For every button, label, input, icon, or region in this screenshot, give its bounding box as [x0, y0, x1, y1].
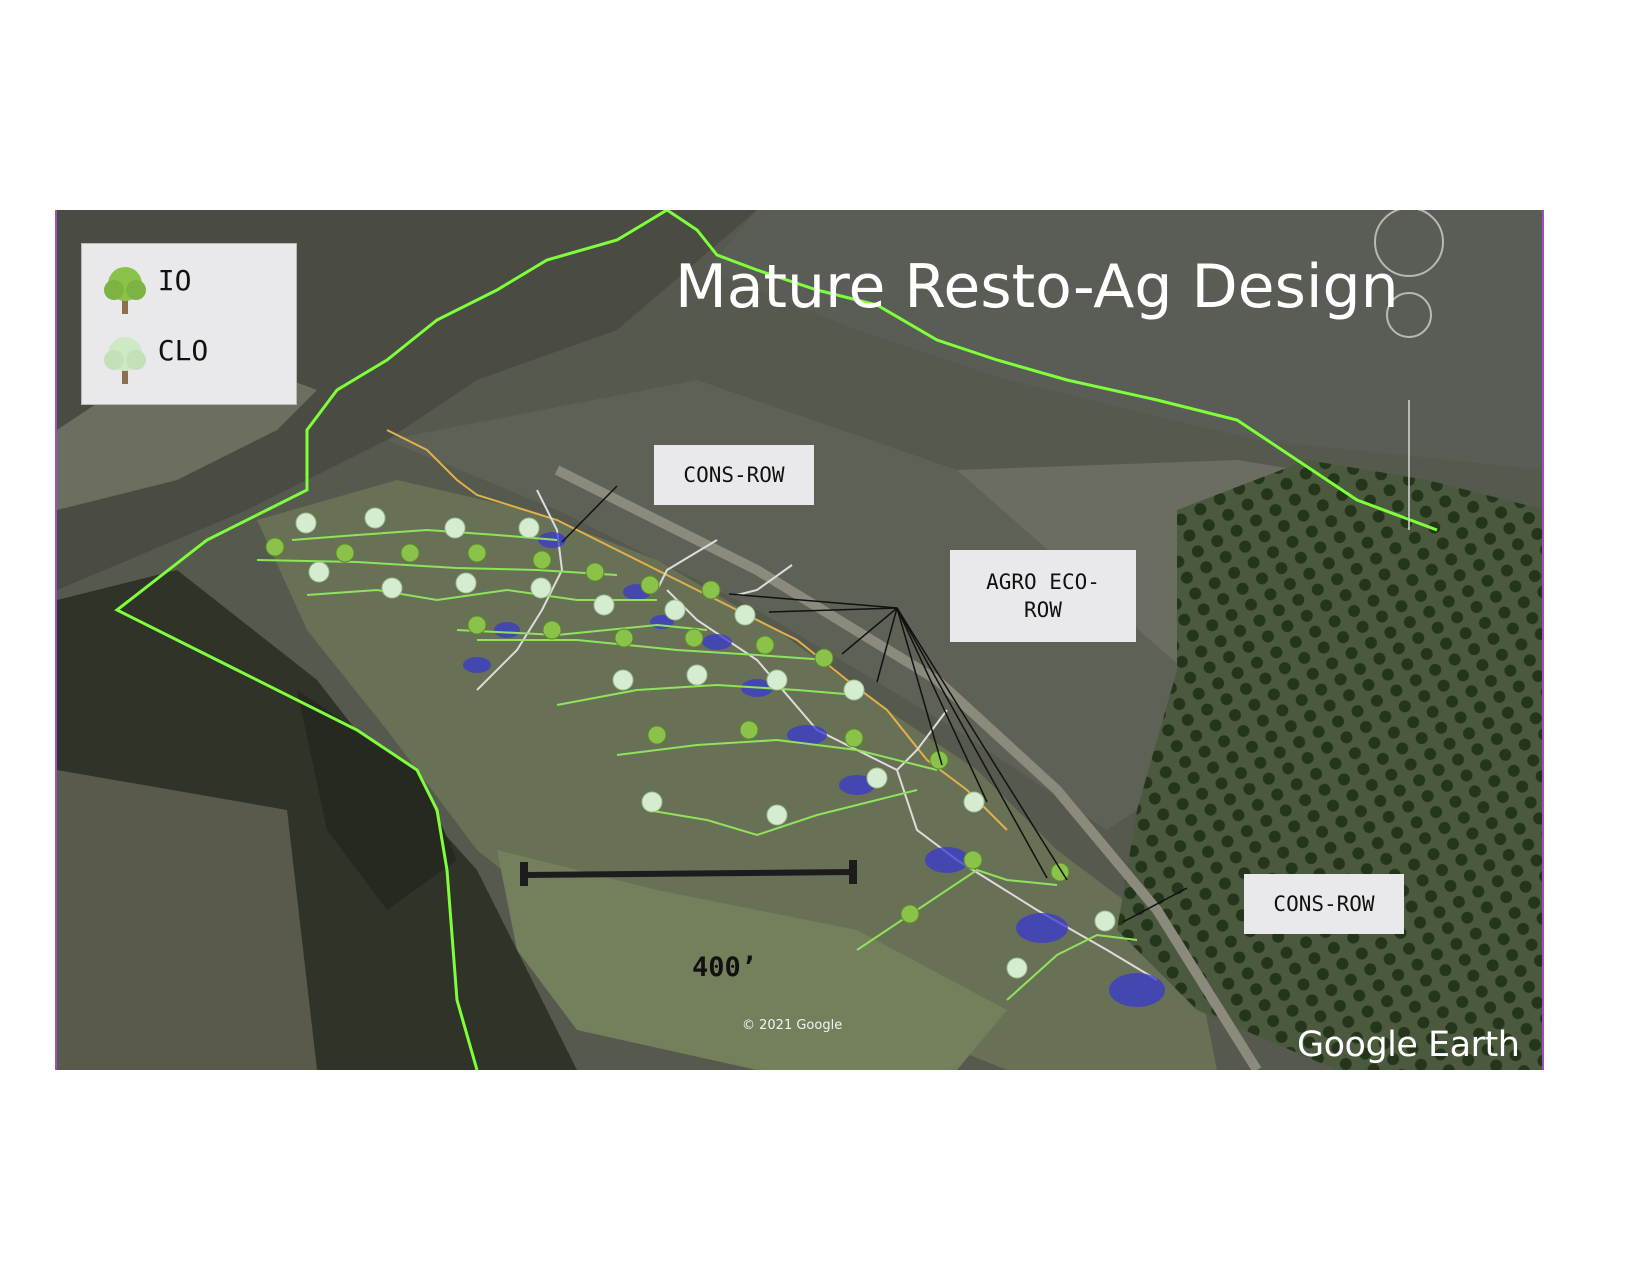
drainage-line	[476, 489, 564, 691]
boundary-line-top	[666, 210, 1438, 532]
scale-bar-label: 400’	[692, 952, 758, 983]
boundary-line-left	[114, 210, 668, 1070]
ridge-top	[707, 210, 1542, 470]
callout-arrows	[561, 485, 1188, 923]
eco-rows	[256, 528, 1138, 1001]
road	[554, 465, 1262, 1070]
callout-cons-row-bottom: CONS-ROW	[1244, 874, 1404, 934]
clo-trees	[295, 507, 1116, 979]
satellite-map[interactable]: Mature Resto-Ag Design = IO = CLO CONS-R…	[55, 210, 1544, 1070]
legend-item-clo: = CLO	[100, 334, 208, 384]
field-lower	[497, 850, 1007, 1070]
orchard	[1117, 460, 1542, 1070]
clo-tree-icon	[104, 337, 146, 384]
legend-item-io: = IO	[100, 264, 191, 314]
map-canvas	[57, 210, 1542, 1070]
map-title: Mature Resto-Ag Design	[675, 252, 1399, 322]
scale-bar-graphic	[520, 860, 857, 886]
map-copyright: © 2021 Google	[742, 1018, 843, 1033]
legend: = IO = CLO	[81, 243, 297, 405]
google-earth-logo: Google Earth	[1297, 1025, 1520, 1065]
io-trees	[265, 537, 1070, 924]
io-tree-icon	[104, 267, 146, 314]
field-bottom-left	[57, 770, 317, 1070]
navigation-control	[1374, 210, 1444, 530]
callout-agro-eco-row: AGRO ECO- ROW	[950, 550, 1136, 642]
callout-cons-row-top: CONS-ROW	[654, 445, 814, 505]
